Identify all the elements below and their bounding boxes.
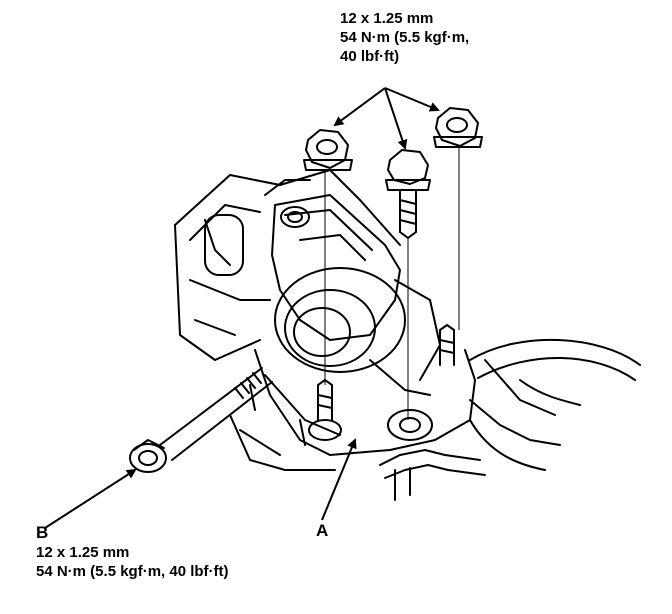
stud-right (439, 324, 455, 366)
bolt-b-spec-line2: 54 N·m (5.5 kgf·m, 40 lbf·ft) (36, 563, 229, 580)
callout-b-letter: B (36, 523, 49, 542)
base-plate (254, 349, 476, 456)
bolt-b-spec-line1: 12 x 1.25 mm (36, 544, 130, 561)
leader-lines (44, 87, 440, 529)
wire-harness (379, 449, 486, 501)
mount-body (274, 267, 441, 396)
long-bolt-b (129, 367, 273, 473)
lower-frame (229, 384, 336, 471)
stud-left (317, 379, 333, 421)
alignment-lines (324, 147, 460, 420)
top-spec-line2: 54 N·m (5.5 kgf·m, (340, 29, 470, 46)
flange-nut-left (303, 129, 353, 171)
mount-bracket (271, 194, 401, 341)
body-frame-outline (174, 169, 401, 361)
top-spec-line1: 12 x 1.25 mm (340, 10, 434, 27)
frame-cutout (204, 214, 244, 276)
flange-nut-right (433, 107, 483, 148)
callout-a-letter: A (316, 521, 329, 540)
flange-bolt-center (385, 149, 431, 239)
transmission-case (469, 338, 641, 471)
top-spec-line3: 40 lbf·ft) (340, 48, 400, 65)
